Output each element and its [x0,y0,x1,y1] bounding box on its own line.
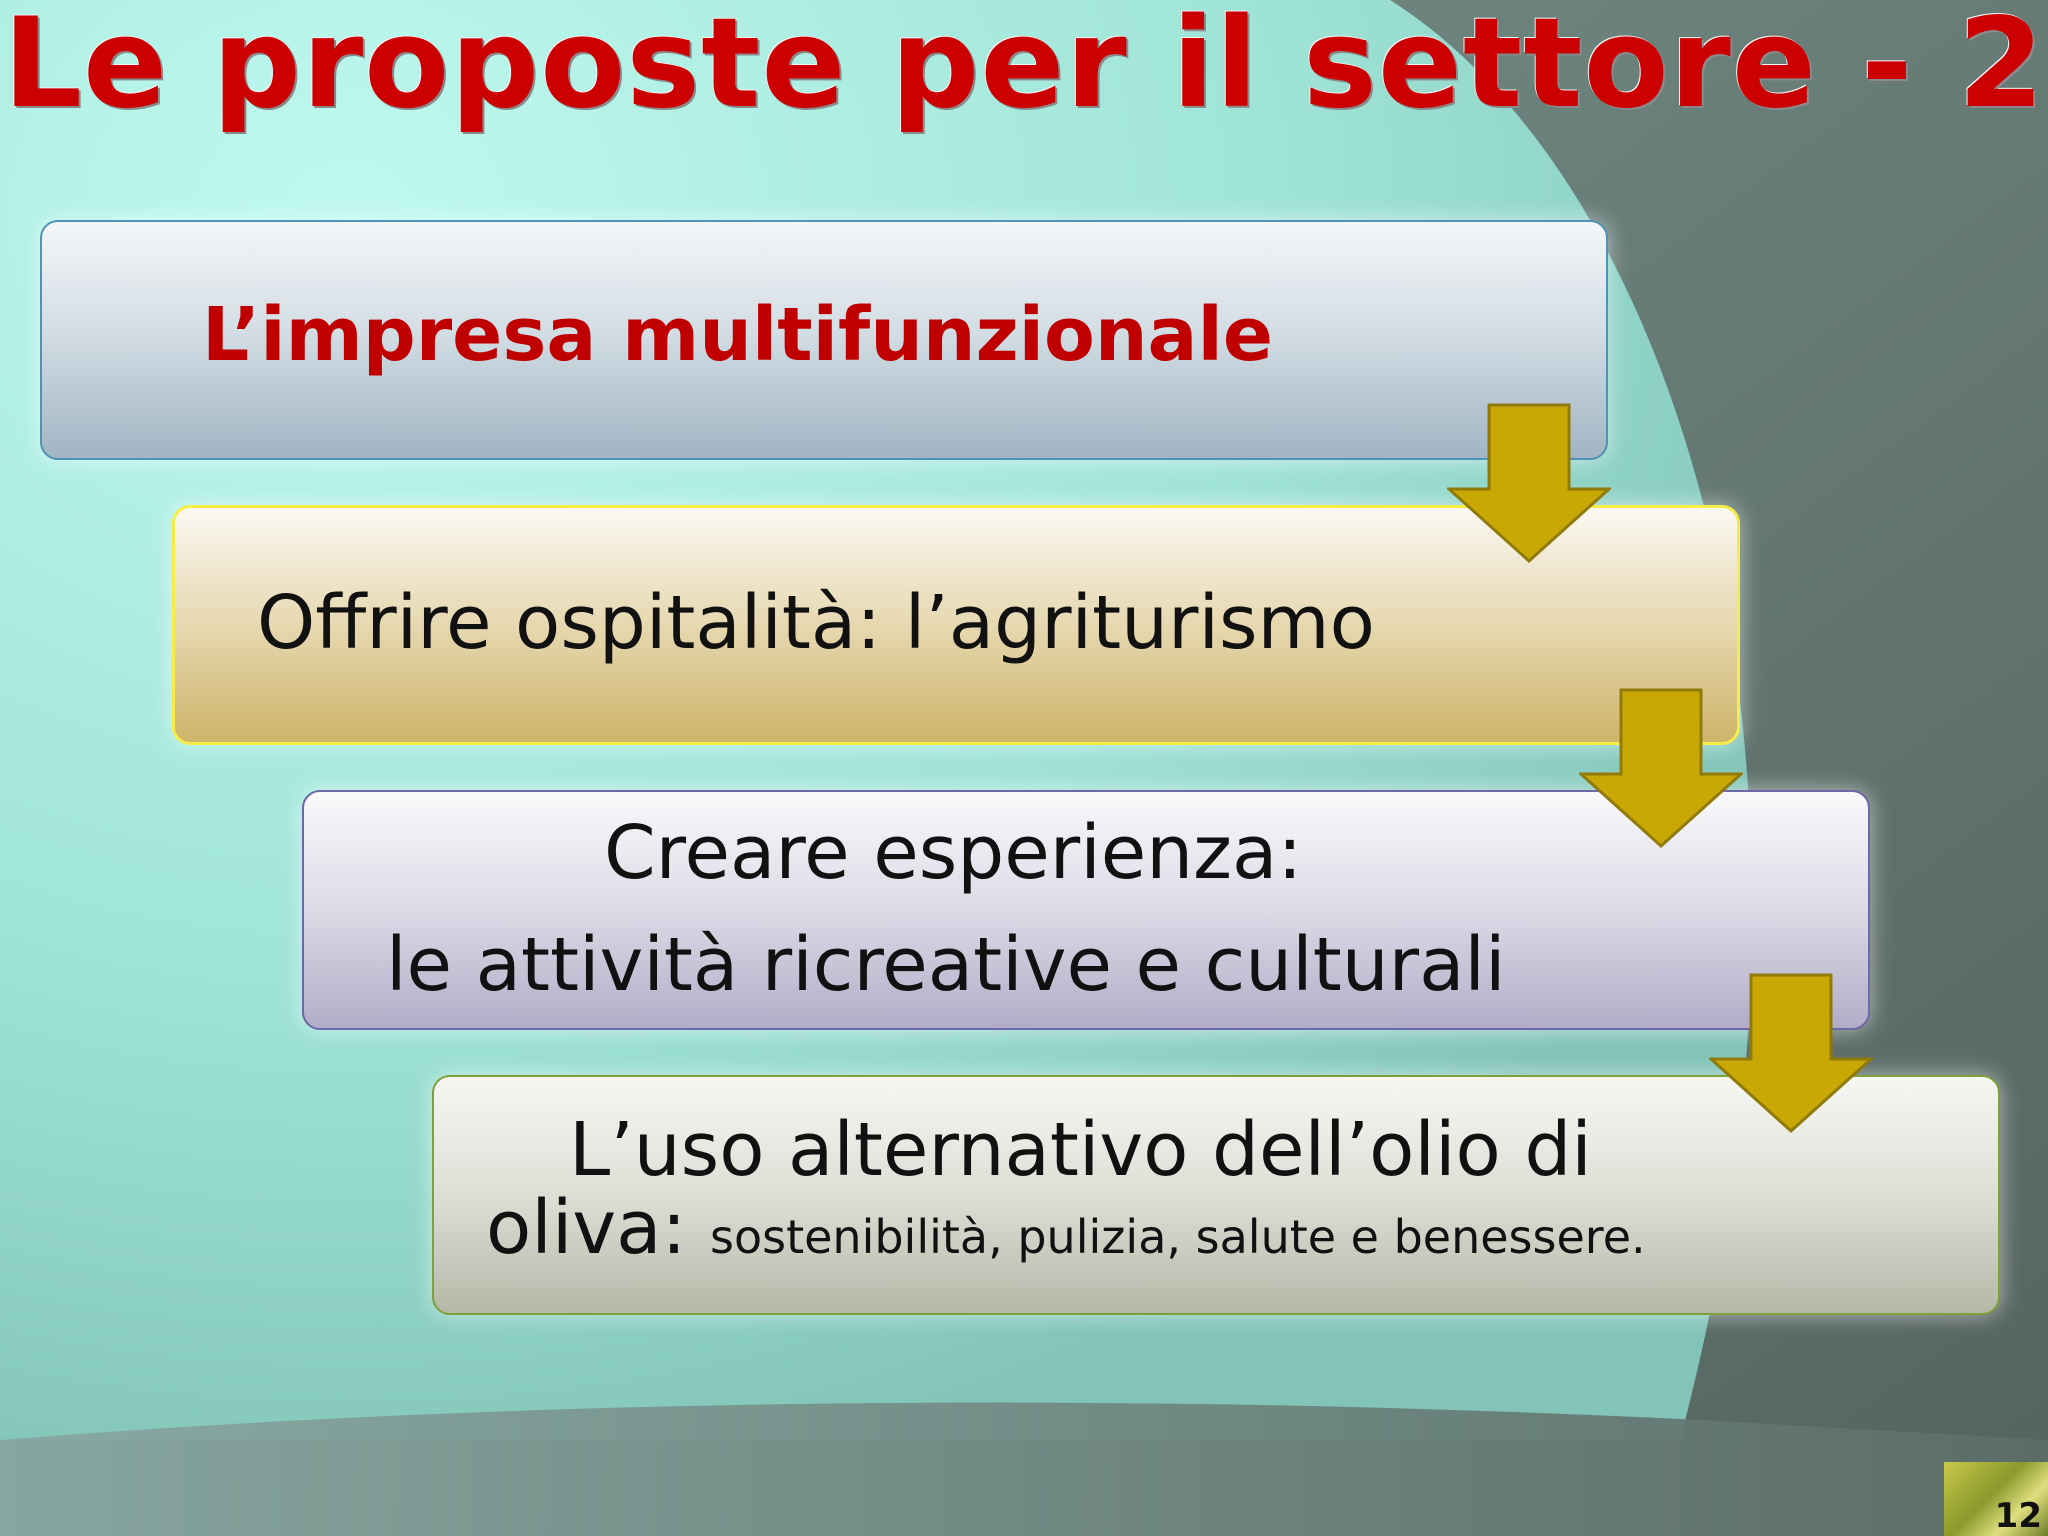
page-number: 12 [1994,1496,2042,1536]
arrow-down-icon [1447,403,1611,563]
step-olio-di-oliva: L’uso alternativo dell’olio di oliva: so… [432,1075,2000,1315]
step-3-line-1: Creare esperienza: [604,810,1303,896]
slide-title: Le proposte per il settore - 2 [2,0,2046,136]
step-2-label: Offrire ospitalità: l’agriturismo [257,580,1375,666]
step-impresa-multifunzionale: L’impresa multifunzionale [40,220,1608,460]
step-4-line-2: oliva: sostenibilità, pulizia, salute e … [486,1185,1646,1271]
step-agriturismo: Offrire ospitalità: l’agriturismo [172,505,1740,745]
step-1-label: L’impresa multifunzionale [202,292,1274,378]
step-4-line-2-main: oliva: [486,1185,687,1271]
arrow-down-icon [1709,973,1873,1133]
arrow-down-icon [1579,688,1743,848]
step-3-line-2: le attività ricreative e culturali [386,922,1506,1008]
step-4-line-1: L’uso alternativo dell’olio di [569,1107,1592,1193]
step-4-line-2-small: sostenibilità, pulizia, salute e benesse… [710,1210,1646,1264]
olive-thumbnail: 12 [1944,1462,2048,1536]
step-esperienza: Creare esperienza: le attività ricreativ… [302,790,1870,1030]
